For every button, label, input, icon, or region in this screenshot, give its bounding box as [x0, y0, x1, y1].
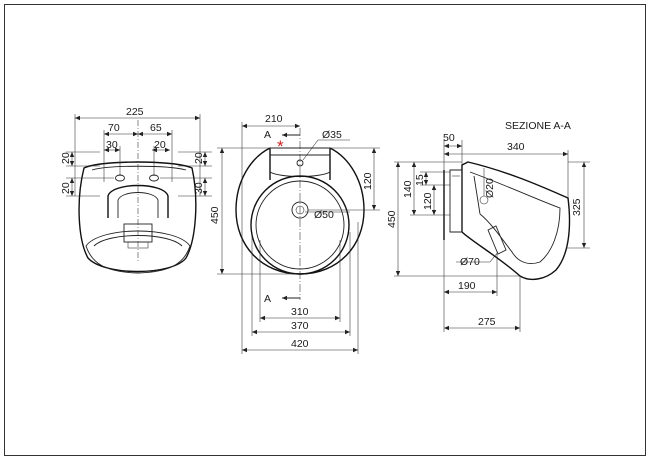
dim-65: 65	[150, 122, 162, 134]
dim-70: 70	[108, 122, 120, 134]
dim-d70: Ø70	[460, 256, 480, 268]
section-view: SEZIONE A-A 50 340 450 140 15 1	[386, 120, 590, 332]
dim-d35: Ø35	[322, 129, 342, 141]
dim-210: 210	[265, 113, 283, 125]
dim-30: 30	[106, 139, 118, 151]
dim-325: 325	[571, 198, 583, 216]
dim-450-side: 450	[386, 210, 398, 228]
sheet-border	[4, 4, 646, 456]
dim-310: 310	[291, 306, 309, 318]
dim-d50: Ø50	[314, 209, 334, 221]
dim-120-top: 120	[362, 172, 374, 190]
dim-420: 420	[291, 338, 309, 350]
dim-30-right: 30	[193, 182, 205, 194]
section-title: SEZIONE A-A	[505, 120, 571, 132]
dim-450-top: 450	[209, 206, 221, 224]
asterisk-mark: *	[277, 137, 284, 156]
dim-140: 140	[402, 180, 414, 198]
dim-190: 190	[458, 280, 476, 292]
dim-275: 275	[478, 316, 496, 328]
front-view: 225 70 65 30 20 20 20 20 30	[60, 106, 212, 274]
dim-370: 370	[291, 320, 309, 332]
dim-20-right-top: 20	[193, 152, 205, 164]
top-view: A A * Ø35 Ø50 210 450 120 310 370 4	[209, 113, 380, 354]
dim-50-side: 50	[443, 132, 455, 144]
dim-340: 340	[507, 141, 525, 153]
dim-20-left-top: 20	[60, 152, 72, 164]
section-marker-bottom: A	[264, 293, 271, 305]
dim-15: 15	[414, 174, 426, 186]
dim-120-side: 120	[422, 192, 434, 210]
dim-d20: Ø20	[484, 178, 496, 198]
dim-20-left-bottom: 20	[60, 182, 72, 194]
section-marker-top: A	[264, 129, 271, 141]
dim-225: 225	[126, 106, 144, 118]
dim-20-right: 20	[154, 139, 166, 151]
